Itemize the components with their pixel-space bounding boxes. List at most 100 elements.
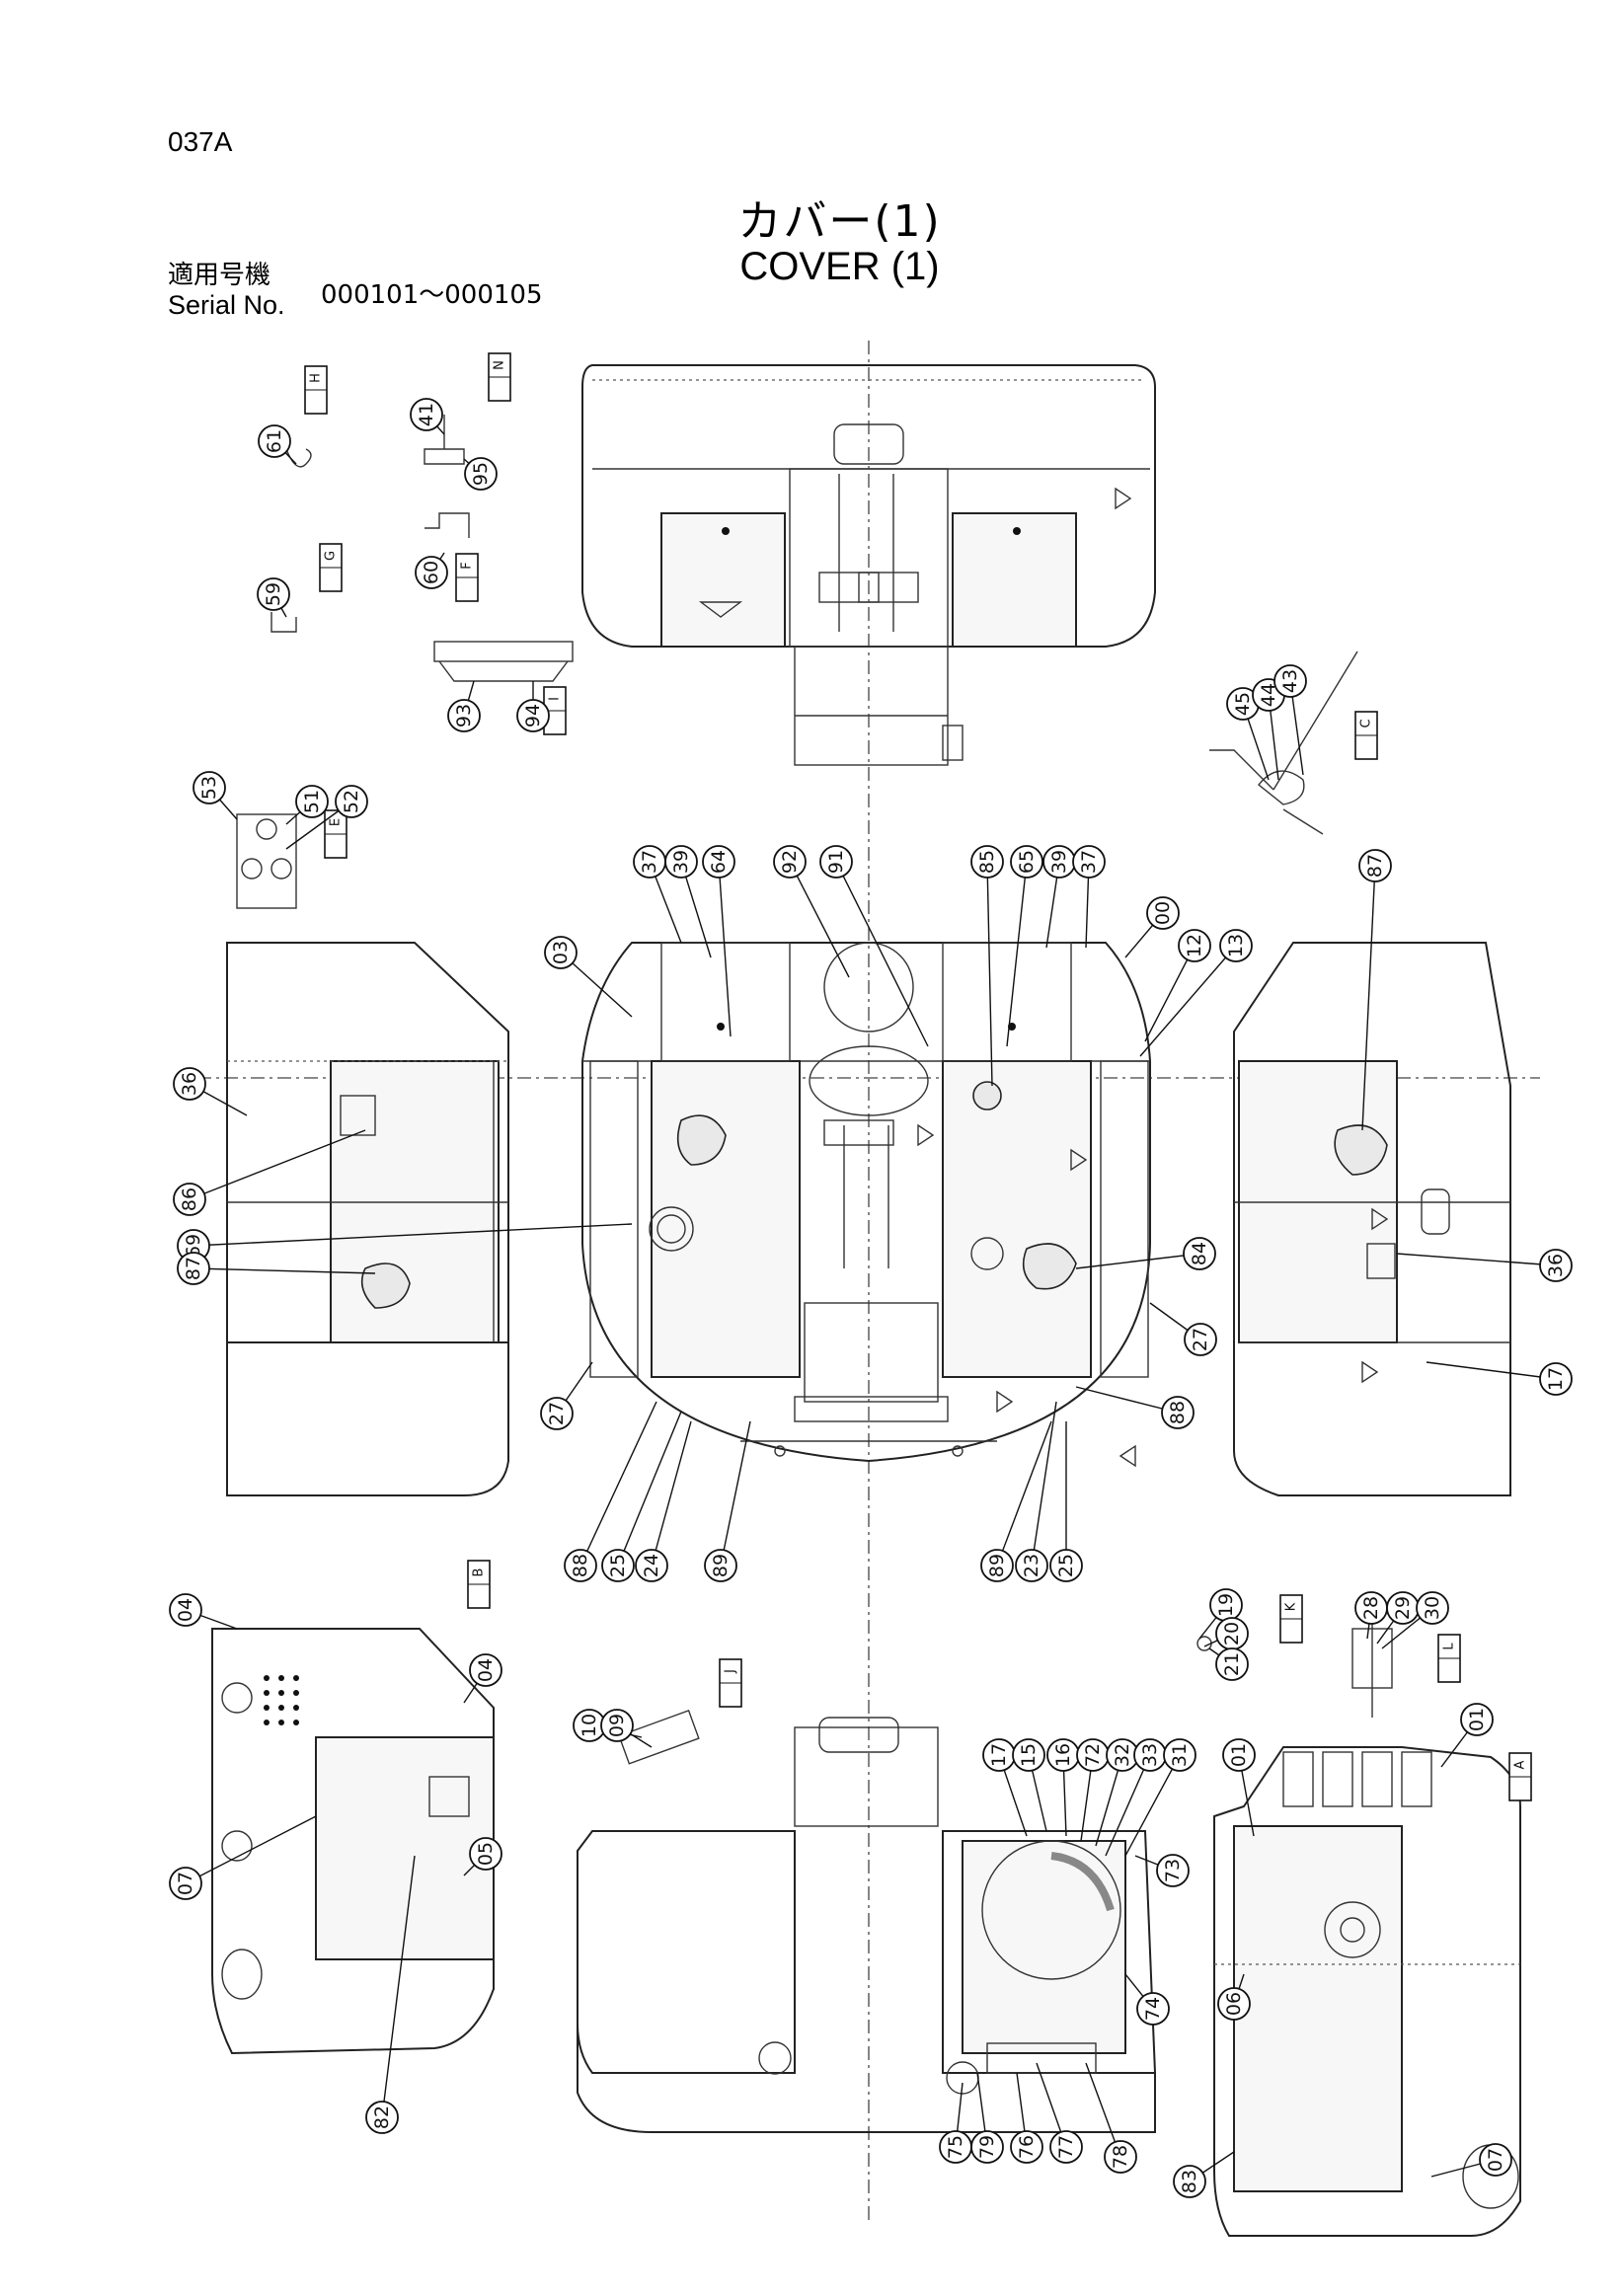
callout-number: 15 (1018, 1743, 1040, 1767)
callout-number: 30 (1422, 1596, 1443, 1620)
callout-leader (617, 1411, 682, 1567)
view-tag-letter: B (472, 1569, 487, 1577)
callout-number: 17 (988, 1743, 1010, 1767)
left-side-view (226, 942, 509, 1496)
callout-25: 25 (601, 1549, 635, 1582)
callout-36: 36 (1539, 1249, 1573, 1282)
callout-31: 31 (1163, 1738, 1196, 1772)
callout-74: 74 (1136, 1992, 1170, 2026)
callout-82: 82 (365, 2101, 399, 2134)
callout-86: 86 (173, 1183, 206, 1216)
callout-52: 52 (335, 785, 368, 818)
callout-leader (986, 861, 993, 1087)
view-tag-C: C (1354, 711, 1378, 760)
callout-number: 05 (475, 1842, 497, 1866)
callout-25: 25 (1049, 1549, 1083, 1582)
callout-36: 36 (173, 1067, 206, 1101)
callout-number: 72 (1082, 1743, 1104, 1767)
callout-number: 69 (183, 1234, 204, 1258)
view-tag-letter: G (324, 551, 339, 561)
callout-04: 04 (169, 1593, 202, 1627)
callout-number: 37 (639, 850, 660, 874)
callout-number: 89 (710, 1554, 732, 1577)
callout-number: 95 (470, 462, 492, 486)
detail-views (236, 415, 1393, 1765)
callout-leader (720, 1420, 751, 1567)
callout-75: 75 (939, 2130, 972, 2164)
callout-number: 82 (371, 2105, 393, 2129)
callout-13: 13 (1219, 929, 1253, 962)
callout-00: 00 (1146, 896, 1180, 930)
callout-number: 44 (1258, 683, 1279, 707)
callout-30: 30 (1416, 1591, 1449, 1625)
callout-number: 04 (475, 1658, 497, 1682)
callout-number: 87 (183, 1257, 204, 1280)
view-tag-G: G (319, 543, 343, 592)
callout-number: 51 (301, 790, 323, 813)
title-english: COVER (1) (739, 245, 940, 288)
callout-number: 29 (1392, 1596, 1414, 1620)
callout-05: 05 (469, 1837, 502, 1871)
callout-09: 09 (600, 1709, 634, 1742)
callout-number: 39 (670, 850, 692, 874)
callout-number: 74 (1142, 1997, 1164, 2021)
serial-range: 000101～000105 (321, 280, 543, 310)
view-tag-L: L (1437, 1634, 1461, 1683)
callout-number: 53 (198, 776, 220, 800)
callout-leader (718, 861, 732, 1037)
callout-number: 61 (264, 429, 285, 453)
callout-number: 36 (1545, 1254, 1567, 1277)
view-tag-B: B (467, 1560, 491, 1609)
callout-number: 37 (1078, 850, 1100, 874)
callout-leader (1031, 1401, 1057, 1567)
callout-number: 17 (1545, 1367, 1567, 1391)
callout-85: 85 (970, 845, 1004, 879)
callout-number: 77 (1055, 2135, 1077, 2159)
callout-number: 39 (1048, 850, 1070, 874)
callout-73: 73 (1156, 1854, 1190, 1887)
callout-number: 19 (1215, 1593, 1237, 1617)
callout-87: 87 (1358, 849, 1392, 882)
callout-77: 77 (1049, 2130, 1083, 2164)
callout-79: 79 (970, 2130, 1004, 2164)
callout-leader (1124, 1754, 1181, 1857)
callout-leader (1075, 1253, 1200, 1269)
callout-number: 04 (175, 1598, 196, 1622)
view-tag-H: H (304, 365, 328, 415)
callout-41: 41 (410, 398, 443, 431)
callout-number: 01 (1466, 1708, 1488, 1731)
callout-number: 94 (522, 704, 544, 727)
page-id: 037A (168, 126, 233, 157)
louvers (1282, 1751, 1432, 1807)
callout-53: 53 (193, 771, 226, 804)
callout-number: 43 (1279, 669, 1301, 693)
callout-leader (1075, 1386, 1179, 1414)
callout-number: 87 (1364, 854, 1386, 878)
callout-leader (185, 1815, 317, 1884)
callout-27: 27 (540, 1397, 574, 1430)
callout-01: 01 (1460, 1703, 1494, 1736)
callout-leader (1144, 945, 1196, 1042)
callout-number: 86 (179, 1187, 200, 1211)
serial-label-japanese: 適用号機 (168, 261, 271, 290)
callout-78: 78 (1104, 2140, 1137, 2174)
callout-leader (1105, 1754, 1151, 1857)
callout-28: 28 (1354, 1591, 1388, 1625)
callout-number: 28 (1360, 1596, 1382, 1620)
callout-07: 07 (1479, 2143, 1512, 2177)
callout-number: 00 (1152, 901, 1174, 925)
callout-number: 83 (1179, 2170, 1200, 2193)
callout-29: 29 (1386, 1591, 1420, 1625)
view-tag-letter: E (329, 818, 344, 826)
callout-45: 45 (1226, 687, 1260, 721)
callout-72: 72 (1076, 1738, 1110, 1772)
callout-51: 51 (295, 785, 329, 818)
callout-17: 17 (982, 1738, 1016, 1772)
callout-number: 91 (825, 850, 847, 874)
callout-leader (1139, 945, 1237, 1057)
callout-number: 45 (1232, 692, 1254, 716)
callout-number: 07 (175, 1872, 196, 1895)
callout-number: 23 (1021, 1554, 1042, 1577)
